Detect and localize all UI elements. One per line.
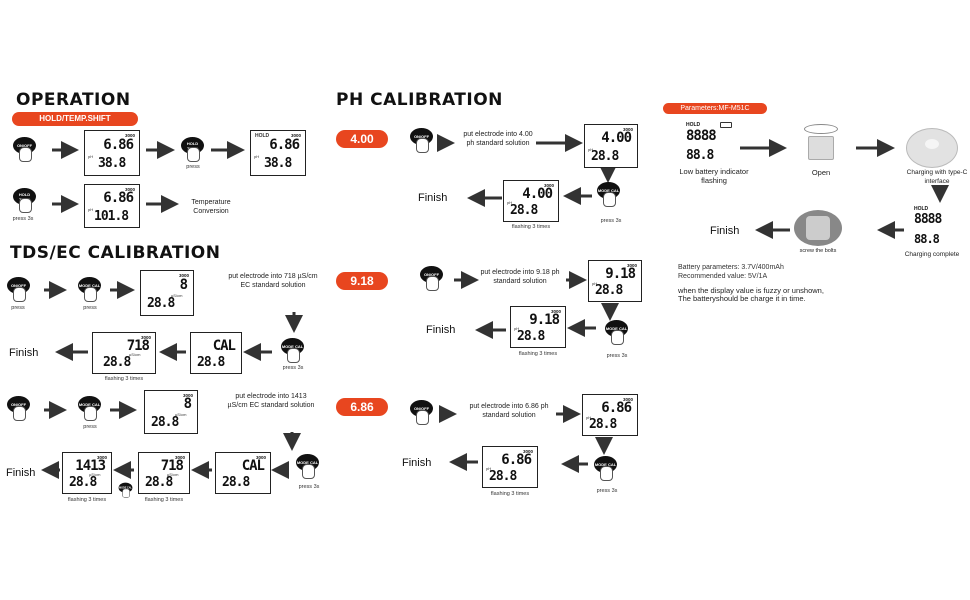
mode-cal-button: MODE CAL: [296, 454, 319, 479]
params-badge: Parameters:MF-M51C: [663, 103, 767, 114]
lcd-display: 3000 6.86 pH 101.8: [84, 184, 140, 228]
lcd-display: 3000 9.18 pH 28.8: [510, 306, 566, 348]
battery-icon: [720, 122, 732, 128]
onoff-button: ON/OFF: [410, 128, 433, 153]
temp-conversion-label: Temperature Conversion: [191, 199, 231, 215]
ph-step-badge: 6.86: [336, 398, 388, 416]
lcd-display: 3000 6.86 pH 38.8: [84, 130, 140, 176]
lcd-display: 3000 4.00 pH 28.8: [503, 180, 559, 222]
lcd-display: 3000 8 µS/cm 28.8: [140, 270, 194, 316]
mode-cal-button: MODE CAL: [78, 277, 101, 302]
lcd-display: 3000 1413 µS/cm 28.8: [62, 452, 112, 494]
hold-temp-button: HOLD TEMP: [13, 188, 36, 213]
lcd-display: 3000 8 µS/cm 28.8: [144, 390, 198, 434]
mode-cal-button: MODE CAL: [118, 482, 133, 498]
operation-title: OPERATION: [16, 90, 131, 110]
lcd-display: 3000 9.18 pH 28.8: [588, 260, 642, 302]
charging-meter-image: [906, 128, 958, 168]
meter-cap-open-image: [800, 124, 840, 160]
recommended-value: Recommended value: 5V/1A: [678, 273, 768, 280]
battery-note-line2: The batteryshould be charge it in time.: [678, 294, 806, 303]
onoff-button: ON/OFF: [13, 137, 36, 162]
lcd-display-hold: HOLD 3000 6.86 pH 38.8: [250, 130, 306, 176]
battery-parameters: Battery parameters: 3.7V/400mAh: [678, 264, 784, 271]
ph-title: PH CALIBRATION: [336, 90, 503, 110]
tds-title: TDS/EC CALIBRATION: [10, 243, 221, 263]
lcd-display: 3000 718 µS/cm 28.8: [138, 452, 190, 494]
onoff-button: ON/OFF: [420, 266, 443, 291]
battery-note-line1: when the display value is fuzzy or unsho…: [678, 286, 824, 295]
onoff-button: ON/OFF: [7, 396, 30, 421]
hold-temp-button: HOLD TEMP: [181, 137, 204, 162]
hold-temp-badge: HOLD/TEMP.SHIFT: [12, 112, 138, 126]
mode-cal-button: MODE CAL: [78, 396, 101, 421]
lcd-display: 3000 6.86 pH 28.8: [582, 394, 638, 436]
onoff-button: ON/OFF: [7, 277, 30, 302]
lcd-display: 3000 718 µS/cm 28.8: [92, 332, 156, 374]
low-battery-display: HOLD 8888 88.8: [680, 122, 746, 166]
ph-step-badge: 4.00: [336, 130, 388, 148]
mode-cal-button: MODE CAL: [605, 320, 628, 345]
mode-cal-button: MODE CAL: [594, 456, 617, 481]
meter-cap-screw-image: [794, 210, 842, 246]
lcd-display: CAL 28.8: [190, 332, 242, 374]
mode-cal-button: MODE CAL: [597, 182, 620, 207]
charging-complete-display: HOLD 8888 88.8: [914, 206, 942, 246]
ph-step-badge: 9.18: [336, 272, 388, 290]
onoff-button: ON/OFF: [410, 400, 433, 425]
lcd-display: 3000 4.00 pH 28.8: [584, 124, 638, 168]
lcd-display: 3000 6.86 pH 28.8: [482, 446, 538, 488]
mode-cal-button: MODE CAL: [281, 338, 304, 363]
lcd-display: 3000 CAL 28.8: [215, 452, 271, 494]
